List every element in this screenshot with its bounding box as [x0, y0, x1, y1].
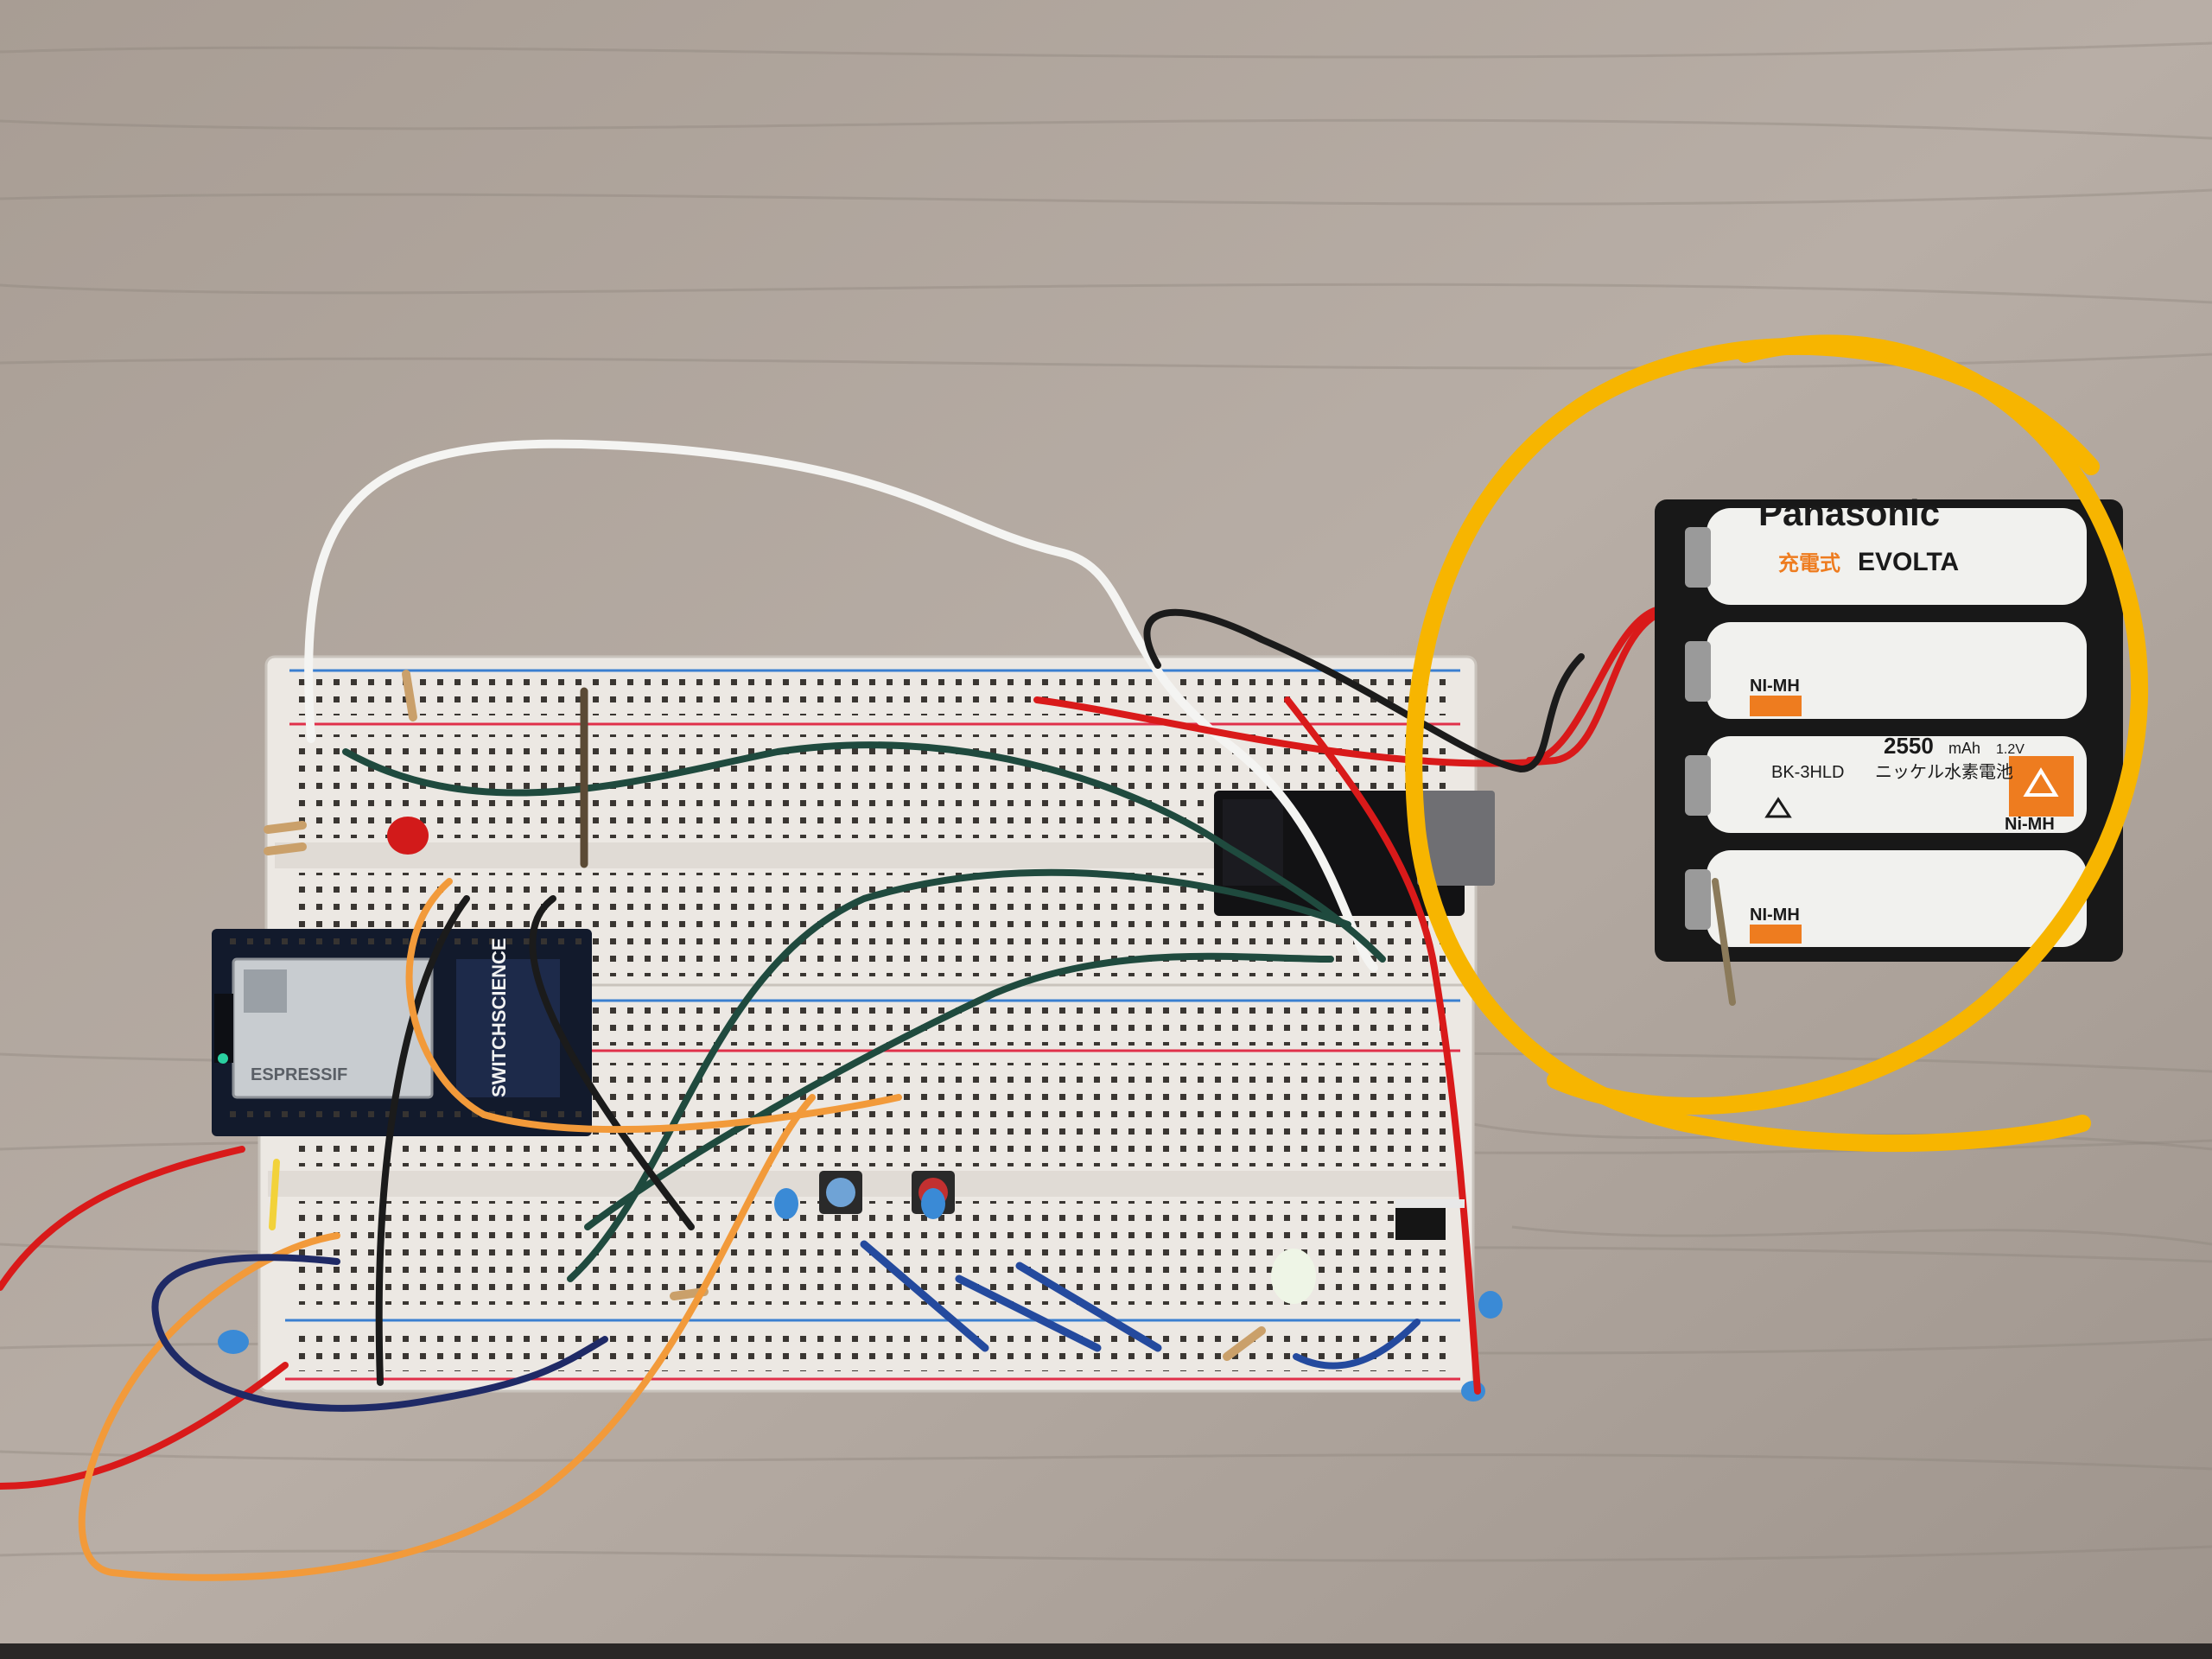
- wire-white: [304, 439, 1378, 972]
- wire-red-right: [1284, 696, 1481, 1395]
- battery-2-badge: NI-MH: [1750, 677, 1800, 696]
- wire-red-left: [0, 1146, 245, 1291]
- battery-holder: [1655, 499, 2123, 962]
- battery-3-model: BK-3HLD: [1771, 763, 1844, 782]
- recycle-icon: [2023, 767, 2059, 797]
- wire-black-vertical: [375, 895, 470, 1386]
- battery-cell-2: [1685, 622, 2087, 719]
- wire-green-long: [342, 741, 1386, 963]
- wire-blue-4: [1293, 1319, 1421, 1370]
- battery-cell-3: [1685, 736, 2087, 833]
- wire-green-low: [584, 952, 1334, 1230]
- esp32-board: [212, 929, 592, 1136]
- push-button-left: [819, 1171, 862, 1214]
- warning-triangle-icon: [1764, 797, 1792, 818]
- wire-orange-loop: [78, 1094, 816, 1581]
- wire-blue-2: [955, 1274, 1102, 1352]
- highlight-circle: [1405, 334, 2149, 1153]
- battery-line: EVOLTA: [1858, 548, 1959, 576]
- battery-3-voltage: 1.2V: [1996, 742, 2024, 757]
- usb-serial-module: [1214, 791, 1495, 916]
- wire-blue-3: [1015, 1262, 1162, 1352]
- wire-yellow: [269, 1159, 280, 1230]
- wires: [0, 439, 1662, 1581]
- battery-3-badge: Ni-MH: [2005, 815, 2055, 834]
- wire-navy-loop: [151, 1254, 608, 1412]
- battery-3-capacity: 2550: [1884, 733, 1934, 759]
- wire-red-battery: [1526, 606, 1662, 764]
- wire-black-esp: [529, 895, 695, 1230]
- led-red: [387, 817, 429, 855]
- battery-3-unit: mAh: [1948, 740, 1980, 757]
- battery-lead: [1712, 878, 1736, 1006]
- wire-green-mid: [567, 868, 1351, 1282]
- battery-3-desc: ニッケル水素電池: [1875, 762, 2013, 782]
- battery-4-badge: NI-MH: [1750, 906, 1800, 925]
- battery-brand: Panasonic: [1758, 493, 1940, 533]
- esp32-brand-label: SWITCHSCIENCE: [488, 938, 510, 1097]
- led-white: [1271, 1249, 1316, 1304]
- voltage-regulator: [1395, 1199, 1465, 1240]
- wire-black-battery: [1143, 608, 1585, 773]
- breadboard-upper: [264, 655, 1478, 987]
- battery-cell-1: [1685, 508, 2087, 605]
- battery-cell-4: [1685, 850, 2087, 947]
- battery-line-jp: 充電式: [1778, 551, 1840, 575]
- esp32-module-label: ESPRESSIF: [251, 1065, 347, 1084]
- wire-blue-1: [860, 1240, 989, 1352]
